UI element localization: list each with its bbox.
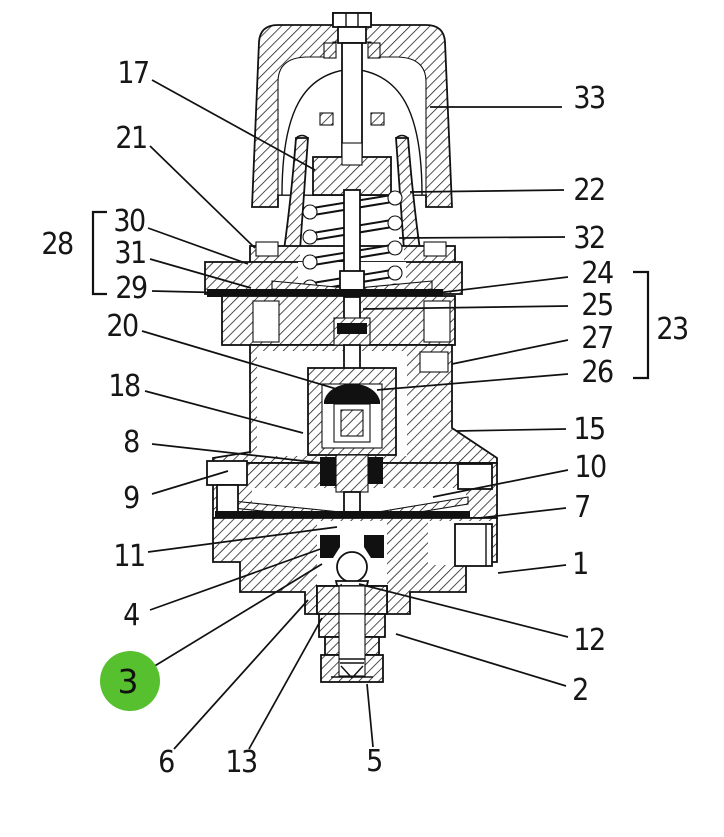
highlight-marker[interactable]: 3: [100, 651, 160, 711]
leader-9: [151, 470, 229, 495]
leader-15: [456, 428, 567, 432]
upper-diaphragm: [207, 289, 443, 297]
callout-30: 30: [113, 204, 145, 239]
valve-ball: [336, 551, 368, 583]
callout-27: 27: [581, 321, 612, 356]
leader-lines: [141, 79, 569, 750]
leader-6: [173, 599, 309, 750]
callout-13: 13: [225, 745, 257, 780]
callout-22: 22: [573, 173, 604, 208]
callout-9: 9: [123, 481, 139, 516]
seal-cartridge: [307, 367, 397, 456]
callout-11: 11: [113, 539, 144, 574]
leader-3: [152, 563, 323, 668]
callout-29: 29: [115, 271, 147, 306]
leader-22: [409, 189, 565, 193]
leader-29: [151, 290, 319, 296]
leader-5: [366, 683, 374, 748]
callout-8: 8: [123, 425, 139, 460]
leader-20: [141, 330, 361, 397]
callout-33: 33: [573, 81, 605, 116]
leader-24: [436, 276, 569, 294]
callout-5: 5: [366, 744, 382, 779]
leader-27: [451, 339, 569, 365]
callout-4: 4: [123, 598, 139, 633]
leader-21: [149, 145, 256, 249]
bracket-28: [91, 210, 107, 296]
callout-26: 26: [581, 355, 613, 390]
leader-32: [398, 236, 566, 239]
leader-30: [147, 227, 249, 265]
regulator-drawing: [204, 12, 498, 683]
leader-12: [358, 583, 569, 638]
callout-6: 6: [158, 745, 174, 780]
callout-10: 10: [574, 450, 606, 485]
leader-1: [497, 564, 567, 574]
callout-21: 21: [115, 121, 146, 156]
leader-7: [478, 507, 567, 519]
callout-20: 20: [106, 309, 138, 344]
leader-11: [147, 526, 338, 553]
callout-2: 2: [572, 673, 588, 708]
leader-10: [432, 469, 569, 498]
bracket-23: [633, 270, 650, 380]
callout-24: 24: [581, 256, 613, 291]
callout-25: 25: [581, 288, 612, 323]
leader-8: [151, 443, 323, 464]
callout-1: 1: [572, 547, 588, 582]
highlight-circle[interactable]: [100, 651, 160, 711]
lower-diaphragm: [215, 511, 470, 518]
callout-23: 23: [656, 312, 688, 347]
callout-12: 12: [573, 623, 604, 658]
spring-stem: [343, 189, 361, 277]
callout-28: 28: [41, 227, 73, 262]
leader-25: [362, 305, 569, 310]
adjusting-screw-head: [332, 12, 372, 28]
leader-31: [149, 258, 252, 289]
leader-2: [395, 633, 567, 687]
callout-labels: 17 21 28 30 31 29 20 18 8 9 11 4 6 13 5 …: [41, 56, 689, 780]
plug-spring: [339, 658, 365, 679]
callout-17: 17: [117, 56, 148, 91]
leader-26: [376, 373, 569, 391]
bottom-plug: [316, 585, 388, 683]
leader-17: [151, 79, 316, 171]
leader-13: [248, 617, 323, 750]
leader-18: [144, 390, 304, 434]
leader-4: [149, 546, 327, 611]
callout-7: 7: [574, 490, 590, 525]
callout-15: 15: [573, 412, 604, 447]
callout-18: 18: [108, 369, 140, 404]
callout-31: 31: [114, 236, 145, 271]
callout-32: 32: [573, 221, 604, 256]
callout-3: 3: [118, 662, 139, 701]
